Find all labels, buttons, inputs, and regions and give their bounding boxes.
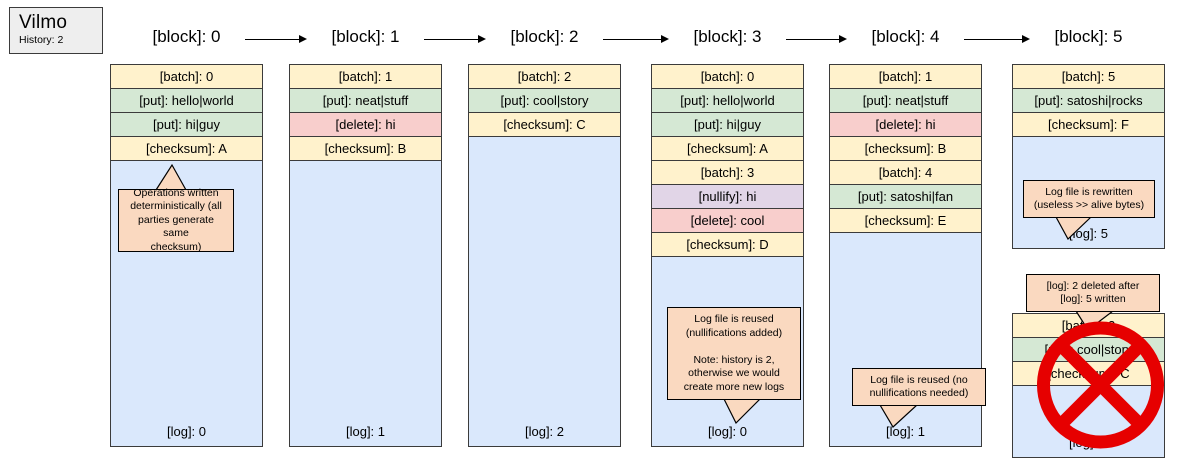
entry-row-put: [put]: neat|stuff [290, 89, 441, 113]
log-file-label: [log]: 1 [345, 424, 386, 439]
log-card-block-0-0: [batch]: 0[put]: hello|world[put]: hi|gu… [110, 64, 263, 447]
log-file-label: [log]: 2 [524, 424, 565, 439]
block-header-2: [block]: 2 [510, 27, 579, 46]
log-file-area: [log]: 1 [830, 233, 981, 446]
flow-arrow-3 [786, 35, 847, 45]
entry-row-put: [put]: satoshi|rocks [1013, 89, 1164, 113]
callout-note-3: Log file is rewritten (useless >> alive … [1023, 180, 1155, 218]
callout-note-1: Log file is reused (nullifications added… [667, 307, 801, 400]
vilmo-legend-box: Vilmo History: 2 [9, 7, 103, 54]
callout-text: Log file is rewritten (useless >> alive … [1033, 185, 1145, 212]
entry-row-put: [put]: hi|guy [111, 113, 262, 137]
block-header-1: [block]: 1 [331, 27, 400, 46]
entry-row-nullify: [nullify]: hi [652, 185, 803, 209]
entry-row-batch: [batch]: 2 [469, 65, 620, 89]
entry-row-batch: [batch]: 3 [652, 161, 803, 185]
entry-row-checksum: [checksum]: C [469, 113, 620, 137]
flow-arrow-2 [603, 35, 669, 45]
entry-row-put: [put]: hello|world [652, 89, 803, 113]
log-file-label: [log]: 0 [707, 424, 748, 439]
flow-arrow-0 [245, 35, 307, 45]
entry-row-checksum: [checksum]: D [652, 233, 803, 257]
entry-row-batch: [batch]: 0 [111, 65, 262, 89]
entry-row-checksum: [checksum]: B [830, 137, 981, 161]
entry-row-checksum: [checksum]: E [830, 209, 981, 233]
block-header-5: [block]: 5 [1054, 27, 1123, 46]
entry-row-batch: [batch]: 2 [1013, 314, 1164, 338]
entry-row-checksum: [checksum]: B [290, 137, 441, 161]
log-card-block-5-1: [batch]: 2[put]: cool|story[checksum]: C… [1012, 313, 1165, 458]
entry-row-put: [put]: hello|world [111, 89, 262, 113]
log-card-block-5-0: [batch]: 5[put]: satoshi|rocks[checksum]… [1012, 64, 1165, 249]
entry-row-batch: [batch]: 4 [830, 161, 981, 185]
log-file-label: [log]: 0 [166, 424, 207, 439]
block-header-3: [block]: 3 [693, 27, 762, 46]
entry-row-put: [put]: satoshi|fan [830, 185, 981, 209]
entry-row-checksum: [checksum]: C [1013, 362, 1164, 386]
legend-history-label: History: 2 [19, 34, 64, 46]
callout-text: [log]: 2 deleted after [log]: 5 written [1046, 279, 1140, 306]
block-header-0: [block]: 0 [152, 27, 221, 46]
entry-row-delete: [delete]: hi [830, 113, 981, 137]
callout-note-4: [log]: 2 deleted after [log]: 5 written [1026, 274, 1160, 312]
log-file-area: [log]: 1 [290, 161, 441, 446]
log-file-label: [log]: 1 [885, 424, 926, 439]
callout-note-0: Operations written deterministically (al… [118, 186, 234, 253]
log-file-area: [log]: 2 [469, 137, 620, 446]
entry-row-batch: [batch]: 0 [652, 65, 803, 89]
entry-row-delete: [delete]: hi [290, 113, 441, 137]
entry-row-put: [put]: cool|story [469, 89, 620, 113]
entry-row-batch: [batch]: 1 [830, 65, 981, 89]
entry-row-put: [put]: neat|stuff [830, 89, 981, 113]
entry-row-delete: [delete]: cool [652, 209, 803, 233]
entry-row-checksum: [checksum]: A [652, 137, 803, 161]
entry-row-checksum: [checksum]: F [1013, 113, 1164, 137]
callout-text: Log file is reused (nullifications added… [683, 313, 785, 393]
legend-title: Vilmo [19, 12, 68, 33]
entry-row-put: [put]: hi|guy [652, 113, 803, 137]
entry-row-batch: [batch]: 5 [1013, 65, 1164, 89]
log-card-block-1-0: [batch]: 1[put]: neat|stuff[delete]: hi[… [289, 64, 442, 447]
log-file-label: [log]: 5 [1068, 226, 1109, 241]
block-header-4: [block]: 4 [871, 27, 940, 46]
flow-arrow-1 [424, 35, 486, 45]
entry-row-put: [put]: cool|story [1013, 338, 1164, 362]
callout-note-2: Log file is reused (no nullifications ne… [852, 368, 986, 406]
log-file-area: [log]: 2 [1013, 386, 1164, 457]
entry-row-checksum: [checksum]: A [111, 137, 262, 161]
log-card-block-2-0: [batch]: 2[put]: cool|story[checksum]: C… [468, 64, 621, 447]
callout-text: Log file is reused (no nullifications ne… [869, 373, 969, 400]
log-file-label: [log]: 2 [1068, 435, 1109, 450]
flow-arrow-4 [964, 35, 1030, 45]
callout-text: Operations written deterministically (al… [130, 186, 222, 253]
entry-row-batch: [batch]: 1 [290, 65, 441, 89]
